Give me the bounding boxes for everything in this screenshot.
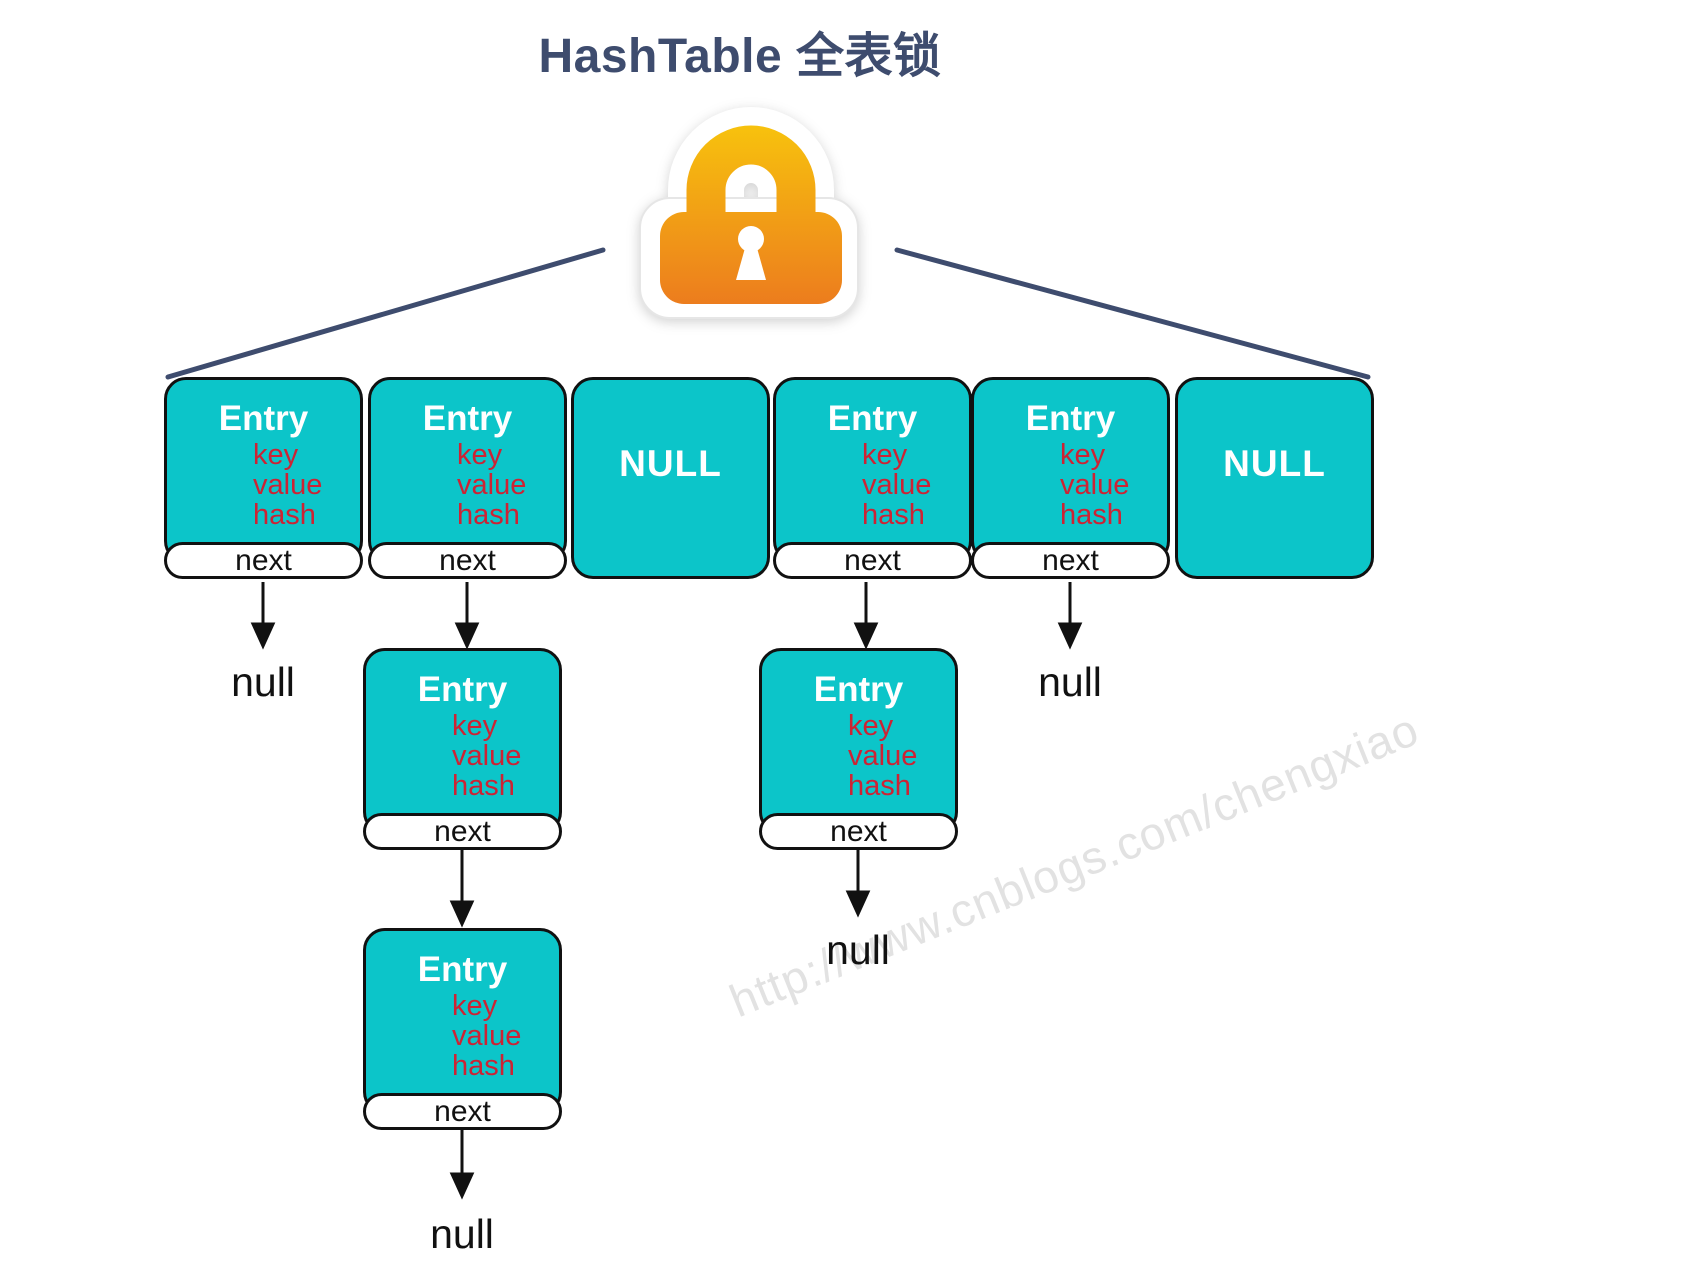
entry-fields: key value hash	[366, 711, 559, 801]
field-hash: hash	[452, 770, 515, 802]
entry-card: Entry key value hash	[368, 377, 567, 563]
entry-fields: key value hash	[776, 440, 969, 530]
arrow-chain3-to-null	[845, 850, 871, 918]
entry-fields: key value hash	[762, 711, 955, 801]
field-value: value	[452, 740, 522, 772]
next-pointer: next	[363, 1093, 562, 1130]
chain3-entry-2: Entry key value hash next	[759, 648, 958, 850]
bucket-2-null: NULL	[571, 377, 770, 579]
field-key: key	[1060, 439, 1106, 471]
next-pointer: next	[164, 542, 363, 579]
null-bucket-label: NULL	[1223, 443, 1326, 484]
entry-card: Entry key value hash	[164, 377, 363, 563]
next-pointer: next	[759, 813, 958, 850]
field-value: value	[1060, 469, 1130, 501]
field-hash: hash	[848, 770, 911, 802]
field-hash: hash	[1060, 499, 1123, 531]
field-key: key	[253, 439, 299, 471]
field-key: key	[848, 710, 894, 742]
arrow-bucket0-to-null	[250, 582, 276, 650]
entry-card: Entry key value hash	[363, 648, 562, 834]
entry-label: Entry	[813, 670, 904, 709]
padlock-shackle	[686, 125, 816, 244]
entry-label: Entry	[417, 670, 508, 709]
next-pointer: next	[368, 542, 567, 579]
entry-fields: key value hash	[371, 440, 564, 530]
null-bucket-label: NULL	[619, 443, 722, 484]
field-value: value	[457, 469, 527, 501]
arrow-chain1-to-null	[449, 1130, 475, 1200]
null-terminator-bucket0: null	[231, 659, 295, 705]
keyhole-icon	[738, 226, 764, 252]
entry-card: Entry key value hash	[971, 377, 1170, 563]
field-value: value	[862, 469, 932, 501]
chain1-entry-2: Entry key value hash next	[363, 648, 562, 850]
entry-fields: key value hash	[167, 440, 360, 530]
lock-to-table-left-line	[165, 247, 606, 380]
entry-fields: key value hash	[974, 440, 1167, 530]
null-terminator-chain3: null	[826, 927, 890, 973]
field-value: value	[848, 740, 918, 772]
null-terminator-bucket4: null	[1038, 659, 1102, 705]
arrow-bucket4-to-null	[1057, 582, 1083, 650]
field-value: value	[452, 1020, 522, 1052]
entry-label: Entry	[422, 399, 513, 438]
page-title: HashTable 全表锁	[538, 30, 942, 83]
field-value: value	[253, 469, 323, 501]
padlock-icon	[639, 107, 859, 319]
field-key: key	[862, 439, 908, 471]
keyhole-stem	[736, 248, 766, 280]
field-key: key	[452, 990, 498, 1022]
field-hash: hash	[452, 1050, 515, 1082]
field-hash: hash	[457, 499, 520, 531]
bucket-3-entry: Entry key value hash next	[773, 377, 972, 579]
entry-card: Entry key value hash	[773, 377, 972, 563]
next-pointer: next	[971, 542, 1170, 579]
entry-card: Entry key value hash	[363, 928, 562, 1114]
entry-label: Entry	[827, 399, 918, 438]
entry-label: Entry	[417, 950, 508, 989]
chain1-entry-3: Entry key value hash next	[363, 928, 562, 1130]
bucket-1-entry: Entry key value hash next	[368, 377, 567, 579]
entry-fields: key value hash	[366, 991, 559, 1081]
null-card: NULL	[1175, 377, 1374, 579]
next-pointer: next	[773, 542, 972, 579]
bucket-5-null: NULL	[1175, 377, 1374, 579]
arrow-chain1-level2	[449, 850, 475, 928]
field-key: key	[452, 710, 498, 742]
field-hash: hash	[862, 499, 925, 531]
field-key: key	[457, 439, 503, 471]
bucket-0-entry: Entry key value hash next	[164, 377, 363, 579]
lock-to-table-right-line	[894, 247, 1371, 380]
null-card: NULL	[571, 377, 770, 579]
entry-card: Entry key value hash	[759, 648, 958, 834]
null-terminator-chain1: null	[430, 1211, 494, 1257]
entry-label: Entry	[1025, 399, 1116, 438]
bucket-4-entry: Entry key value hash next	[971, 377, 1170, 579]
field-hash: hash	[253, 499, 316, 531]
next-pointer: next	[363, 813, 562, 850]
arrow-bucket3-to-entry	[853, 582, 879, 650]
arrow-bucket1-to-entry	[454, 582, 480, 650]
entry-label: Entry	[218, 399, 309, 438]
